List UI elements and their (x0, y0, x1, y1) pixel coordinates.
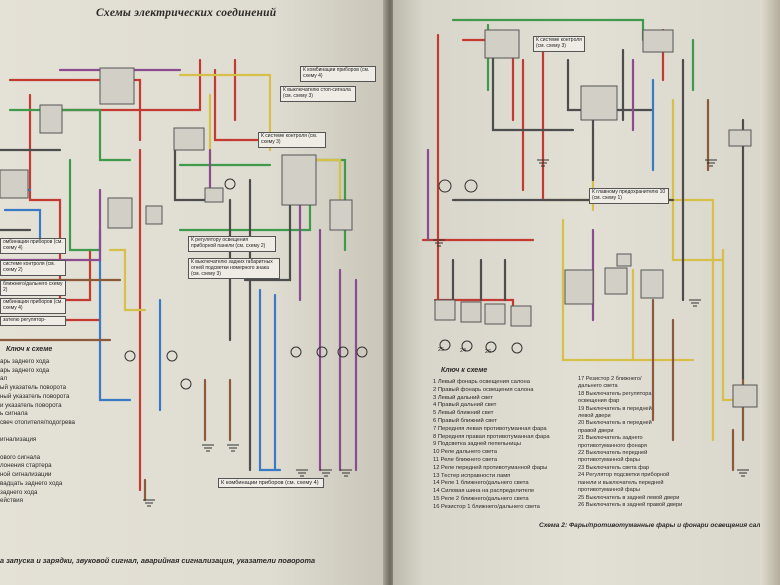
left-legend-item: свеч отопителя/подогрева (0, 418, 75, 426)
callout-vyklyuchatel: К выключателю стоп-сигнала (см. схему 3) (280, 86, 356, 102)
right-legend-item: 16 Резистор 1 ближнего/дальнего света (433, 503, 540, 510)
right-legend-item: 20 Выключатель в передней (578, 420, 652, 427)
callout-regulator: К регулятору освещения приборной панели … (188, 236, 276, 252)
right-legend-item: противотуманного фонаря (578, 442, 647, 449)
right-legend-item: 12 Реле передней противотуманной фары (433, 464, 548, 471)
right-legend-item: 2 Правый фонарь освещения салона (433, 386, 534, 393)
right-legend-item: 3 Левый дальний свет (433, 394, 493, 401)
right-legend-item: 13 Тестер исправности ламп (433, 472, 511, 479)
right-legend-item: левой двери (578, 413, 611, 420)
right-wiring-diagram (421, 18, 758, 477)
left-legend-item: лонения стартера (0, 462, 52, 470)
right-legend-item: 21 Выключатель заднего (578, 435, 643, 442)
left-page-header: Схемы электрических соединений (96, 7, 277, 19)
right-legend-col1: 1 Левый фонарь освещения салона 2 Правый… (433, 379, 550, 512)
left-legend-item: и указатель поворота (0, 401, 62, 409)
ground-number: 25 (438, 347, 445, 353)
right-legend-item: освещения фар (578, 398, 620, 405)
left-legend-item: ь сигнала (0, 410, 28, 418)
left-edge-label-5: зателю регулятор- (0, 316, 66, 326)
right-legend-item: 1 Левый фонарь освещения салона (433, 379, 530, 385)
left-legend-item: арь заднего хода (0, 366, 50, 374)
left-legend-item: ной сигнализации (0, 471, 52, 479)
left-legend-list: арь заднего хода арь заднего хода ал ый … (0, 358, 75, 506)
right-page-caption: Схема 2: Фары/противотуманные фары и фон… (539, 522, 773, 529)
left-legend-item (0, 428, 75, 437)
left-edge-label-2: системе контроля (см. схему 2) (0, 260, 66, 276)
right-legend-item: 15 Реле 2 ближнего/дальнего света (433, 495, 529, 502)
right-legend-item: 17 Резистор 2 ближнего/ (578, 376, 642, 382)
right-legend-item: 26 Выключатель в задней правой двери (578, 501, 683, 508)
callout-vyklyuchatel-zadnih: К выключателю задних габаритных огней по… (188, 258, 280, 280)
ground-number: 24 (460, 348, 467, 354)
left-legend-item: ый указатель поворота (0, 384, 67, 392)
right-legend-item: 23 Выключатель света фар (578, 464, 650, 471)
callout-sistema-kontrolya-right: К системе контроля (см. схему 3) (533, 36, 585, 52)
right-legend-item: 24 Регулятор подсветки приборной (578, 472, 670, 479)
right-legend-item: 7 Передняя левая противотуманная фара (433, 425, 547, 432)
right-legend-item: противотуманной фары (578, 457, 640, 464)
right-legend-item: правой двери (578, 427, 614, 434)
left-legend-item: ный указатель поворота (0, 392, 70, 400)
callout-sistema-kontrolya: К системе контроля (см. схему 3) (258, 132, 326, 148)
right-legend-item: 14 Реле 1 ближнего/дальнего света (433, 480, 529, 487)
right-legend-item: 9 Подсветка задней пепельницы (433, 441, 521, 448)
left-edge-label-4: омбинации приборов (см. схему 4) (0, 298, 66, 314)
right-legend-item: 14 Силовая шина на распределителе (433, 488, 535, 495)
left-page-footer: а запуска и зарядки, звуковой сигнал, ав… (0, 556, 316, 565)
right-legend-item: противотуманной фары (578, 487, 640, 494)
left-edge-label-1: омбинации приборов (см. схему 4) (0, 238, 66, 254)
right-legend-item: 19 Выключатель в передней (578, 405, 652, 412)
right-legend-item: 25 Выключатель в задней левой двери (578, 494, 680, 501)
left-legend-title: Ключ к схеме (6, 346, 53, 353)
left-legend-item: ействия (0, 497, 23, 505)
callout-kombinacia-bottom: К комбинации приборов (см. схему 4) (218, 478, 324, 489)
callout-kombinacia-top: К комбинации приборов (см. схему 4) (300, 66, 376, 82)
right-page: К системе контроля (см. схему 3) К главн… (393, 0, 780, 585)
right-legend-item: 11 Реле ближнего света (433, 456, 498, 463)
callout-predohranitel: К главному предохранителю 10 (см. схему … (589, 188, 669, 204)
left-legend-item: вадцать заднего хода (0, 479, 63, 487)
left-page: Схемы электрических соединений К комбина… (0, 0, 387, 585)
left-legend-item: арь заднего хода (0, 358, 50, 365)
left-legend-item: заднего хода (0, 488, 38, 496)
right-legend-item: 5 Левый ближний свет (433, 410, 494, 417)
page-stack-edge (760, 0, 780, 585)
right-legend-col2: 17 Резистор 2 ближнего/ дальнего света 1… (578, 376, 682, 509)
right-legend-title: Ключ к схеме (441, 367, 488, 374)
ground-number: 26 (485, 349, 492, 355)
left-edge-label-3: ближнего/дальнего схему 2) (0, 280, 66, 296)
right-legend-item: 18 Выключатель регулятора (578, 390, 652, 397)
right-legend-item: 6 Правый ближний свет (433, 417, 497, 424)
right-legend-item: 4 Правый дальний свет (433, 402, 497, 409)
right-legend-item: дальнего света (578, 383, 618, 390)
right-legend-item: 8 Передняя правая противотуманная фара (433, 433, 550, 440)
left-legend-item: ал (0, 375, 8, 383)
left-legend-item: игнализация (0, 436, 37, 444)
left-legend-item: ового сигнала (0, 453, 41, 461)
right-legend-item: 22 Выключатель передней (578, 450, 648, 457)
left-wiring-diagram (0, 58, 368, 507)
right-legend-item: 10 Реле дальнего света (433, 449, 497, 456)
right-legend-item: панели и выключатель передней (578, 479, 664, 486)
left-legend-item (0, 445, 75, 454)
